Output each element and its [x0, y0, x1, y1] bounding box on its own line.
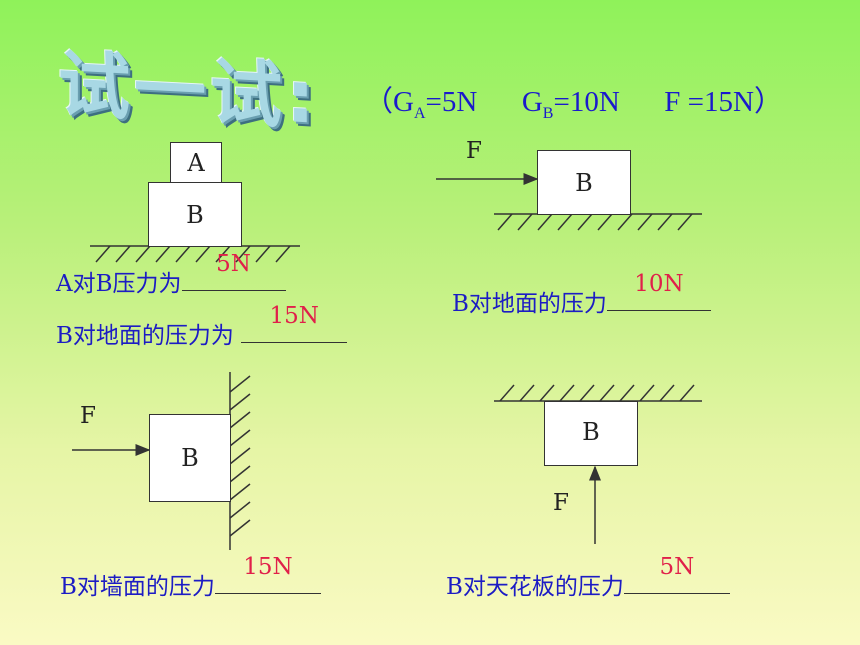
block-b-3: B: [149, 414, 231, 502]
answer-blank-3[interactable]: 15N: [214, 554, 321, 594]
given-f: F =15N: [664, 86, 754, 118]
force-label-4: F: [553, 490, 569, 516]
ceiling-4: [494, 384, 702, 402]
block-b-1: B: [148, 182, 242, 247]
block-b-2: B: [537, 150, 631, 215]
answer-blank-1b[interactable]: 15N: [241, 303, 348, 343]
ground-2: [494, 213, 702, 231]
answer-3: 15N: [243, 553, 293, 580]
wall-3: [229, 372, 251, 550]
answer-4: 5N: [659, 553, 695, 580]
given-close-paren: ）: [753, 86, 783, 118]
force-label-3: F: [80, 403, 96, 429]
force-label-2: F: [466, 138, 482, 164]
given-open-paren: （: [364, 86, 394, 118]
answer-2: 10N: [634, 270, 684, 297]
answer-blank-1a[interactable]: 5N: [181, 251, 286, 291]
answer-1b: 15N: [269, 302, 319, 329]
answer-1a: 5N: [216, 250, 251, 277]
block-b-4: B: [544, 401, 638, 466]
answer-blank-2[interactable]: 10N: [606, 271, 711, 311]
given-ga: GA=5N: [393, 86, 478, 122]
answer-blank-4[interactable]: 5N: [623, 554, 730, 594]
given-gb: GB=10N: [521, 86, 620, 122]
given-values: （GA=5N GB=10N F =15N）: [364, 78, 783, 123]
question-1b: B对地面的压力为 15N: [56, 303, 348, 350]
block-a: A: [170, 142, 222, 184]
